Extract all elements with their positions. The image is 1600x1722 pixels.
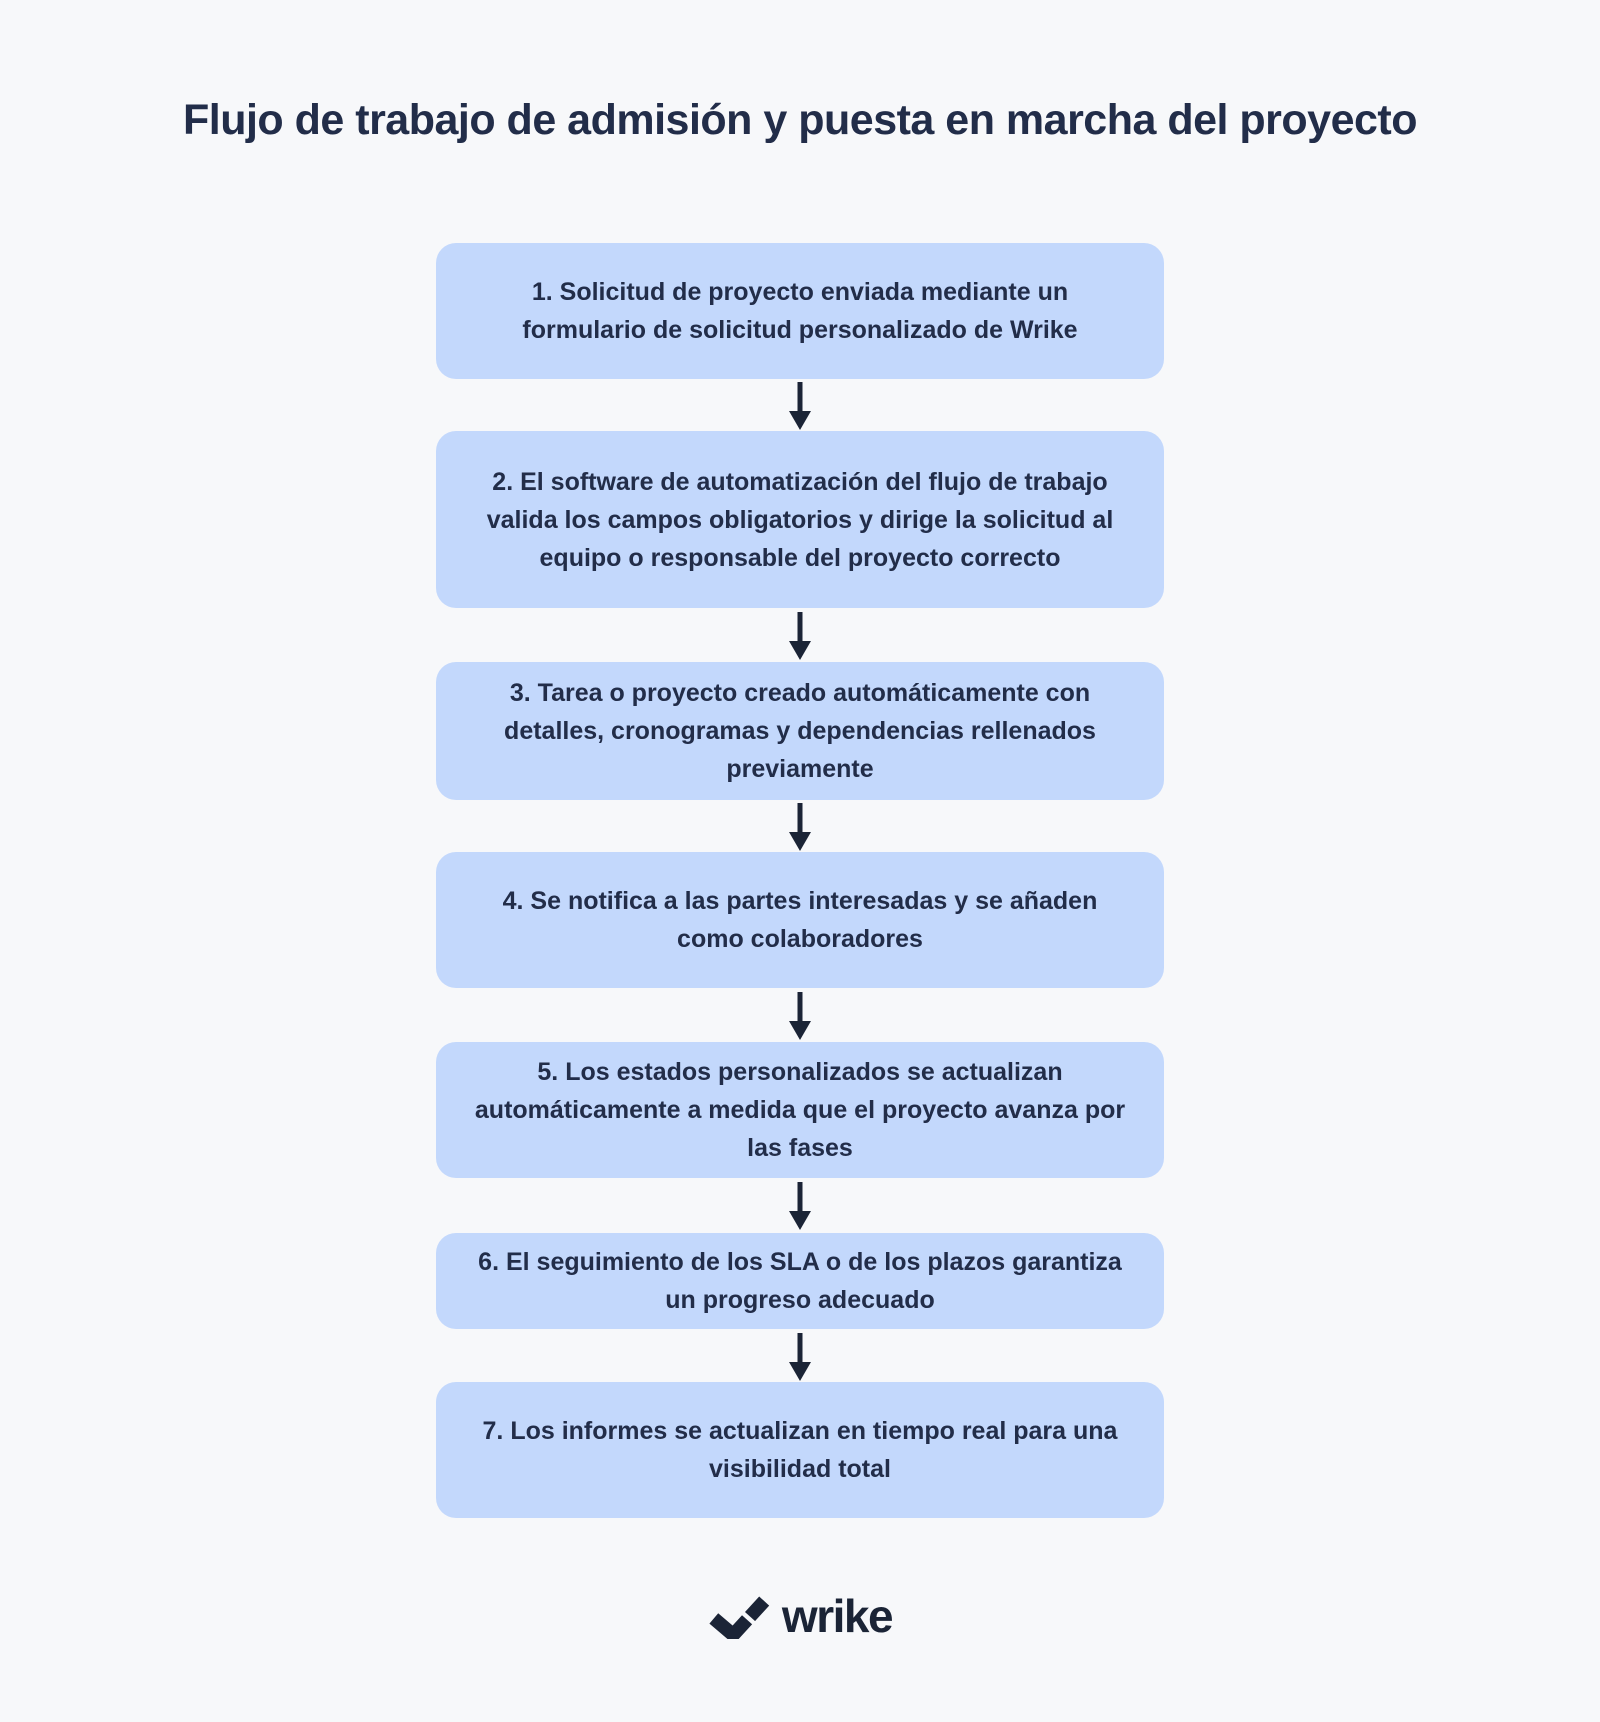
flow-arrow-5	[786, 1182, 814, 1230]
flow-arrow-3	[786, 803, 814, 851]
flow-step-7-label: 7. Los informes se actualizan en tiempo …	[482, 1417, 1118, 1483]
arrow-down-icon	[789, 1333, 811, 1381]
flow-step-1-label: 1. Solicitud de proyecto enviada mediant…	[522, 278, 1078, 344]
flow-step-4-label: 4. Se notifica a las partes interesadas …	[502, 887, 1098, 953]
arrow-down-icon	[789, 992, 811, 1040]
arrow-down-icon	[789, 803, 811, 851]
flow-step-6: 6. El seguimiento de los SLA o de los pl…	[436, 1233, 1164, 1329]
arrow-down-icon	[789, 1182, 811, 1230]
arrow-down-icon	[789, 612, 811, 660]
flow-step-4: 4. Se notifica a las partes interesadas …	[436, 852, 1164, 988]
wrike-double-check-icon	[709, 1596, 770, 1639]
flow-step-2: 2. El software de automatización del flu…	[436, 431, 1164, 608]
flow-step-6-label: 6. El seguimiento de los SLA o de los pl…	[478, 1248, 1122, 1314]
flow-step-1: 1. Solicitud de proyecto enviada mediant…	[436, 243, 1164, 379]
wrike-logo: wrike	[0, 1592, 1600, 1639]
flow-arrow-1	[786, 382, 814, 430]
flow-step-3-label: 3. Tarea o proyecto creado automáticamen…	[504, 679, 1096, 783]
flow-arrow-2	[786, 612, 814, 660]
wrike-wordmark: wrike	[781, 1589, 894, 1642]
flow-arrow-4	[786, 992, 814, 1040]
arrow-down-icon	[789, 382, 811, 430]
flow-step-5: 5. Los estados personalizados se actuali…	[436, 1042, 1164, 1178]
flow-step-5-label: 5. Los estados personalizados se actuali…	[474, 1058, 1126, 1162]
flow-step-3: 3. Tarea o proyecto creado automáticamen…	[436, 662, 1164, 800]
page-title: Flujo de trabajo de admisión y puesta en…	[182, 96, 1418, 144]
flow-step-2-label: 2. El software de automatización del flu…	[486, 467, 1114, 572]
flow-arrow-6	[786, 1333, 814, 1381]
flow-step-7: 7. Los informes se actualizan en tiempo …	[436, 1382, 1164, 1518]
